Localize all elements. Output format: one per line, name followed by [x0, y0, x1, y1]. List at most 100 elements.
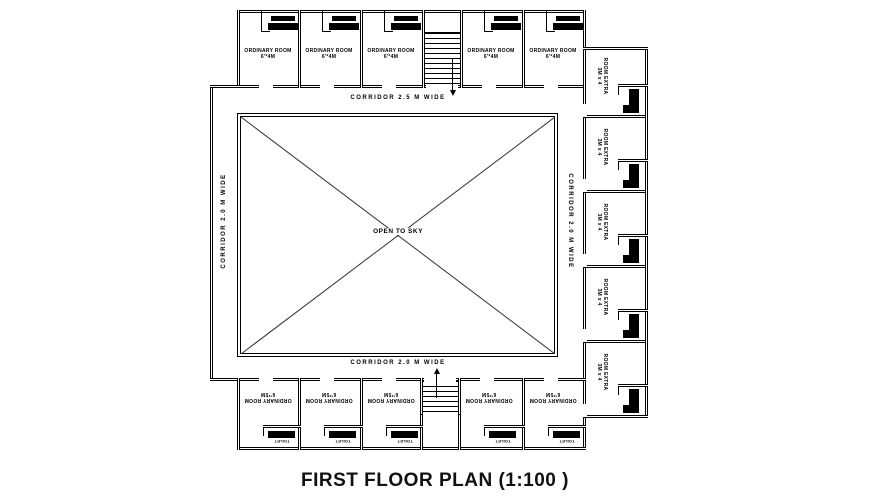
wall — [298, 378, 301, 450]
room-label: ORDINARY ROOM 6'*5M — [362, 391, 420, 403]
toilet-wall — [484, 425, 525, 428]
courtyard-diagonals — [241, 117, 555, 354]
room-name: ORDINARY ROOM — [244, 397, 292, 403]
room-dim: 6'*4M — [483, 54, 499, 60]
corridor-label-top: CORRIDOR 2.5 M WIDE — [350, 95, 446, 101]
bed-icon — [629, 89, 639, 113]
staircase — [425, 33, 460, 85]
alcove-wall — [618, 312, 619, 320]
wall — [583, 47, 648, 50]
bed-icon — [629, 239, 639, 263]
room-label: ORDINARY ROOM 6'*5M — [239, 391, 297, 403]
room-name: ORDINARY ROOM — [467, 48, 515, 54]
door-opening — [320, 84, 334, 89]
wall — [522, 10, 525, 88]
toilet-wall — [324, 425, 363, 428]
wall — [237, 10, 240, 88]
wall — [237, 378, 240, 450]
toilet-label: TOILET — [274, 439, 290, 444]
wall — [583, 340, 645, 343]
bed-icon — [556, 16, 580, 21]
bed-icon — [268, 23, 298, 30]
door-opening — [382, 84, 396, 89]
door-opening — [259, 377, 273, 382]
staircase — [423, 381, 458, 415]
toilet-wall — [263, 425, 301, 428]
wall — [583, 190, 645, 193]
wall — [237, 378, 586, 381]
room-label: ORDINARY ROOM 6'*5M — [300, 391, 358, 403]
alcove-wall — [618, 159, 648, 162]
bed-icon — [629, 314, 639, 338]
toilet-fixture-icon — [391, 431, 418, 438]
wall — [422, 10, 425, 88]
room-name: ORDINARY ROOM — [305, 48, 353, 54]
room-label: ORDINARY ROOM 6'*4M — [462, 48, 520, 60]
room-name: ORDINARY ROOM — [305, 397, 353, 403]
room-label: ROOM EXTRA 3M x 4 — [596, 115, 608, 179]
door-opening — [582, 104, 587, 116]
wall — [583, 115, 645, 118]
wall — [583, 10, 586, 450]
alcove-wall — [618, 387, 619, 395]
stair-arrow-icon — [434, 368, 440, 374]
bed-icon — [491, 23, 521, 30]
door-opening — [259, 84, 273, 89]
room-name: ROOM EXTRA — [602, 57, 608, 95]
toilet-label: TOILET — [559, 439, 575, 444]
wall — [360, 378, 363, 450]
bed-icon — [629, 389, 639, 413]
toilet-label: TOILET — [495, 439, 511, 444]
door-opening — [582, 329, 587, 341]
toilet-wall — [386, 428, 387, 436]
stair-arrow-icon — [450, 90, 456, 96]
toilet-label: TOILET — [397, 439, 413, 444]
room-dim: 6'*4M — [545, 54, 561, 60]
room-dim: 6'*4M — [321, 54, 337, 60]
courtyard-wall-inner — [240, 116, 555, 354]
room-name: ROOM EXTRA — [602, 278, 608, 316]
door-opening — [582, 404, 587, 416]
door-opening — [544, 377, 558, 382]
room-label: ORDINARY ROOM 6'*4M — [362, 48, 420, 60]
door-opening — [582, 254, 587, 266]
bed-icon — [623, 255, 629, 263]
room-name: ORDINARY ROOM — [244, 48, 292, 54]
door-opening — [382, 377, 396, 382]
toilet-wall — [548, 428, 549, 436]
room-dim: 3M x 4 — [596, 363, 602, 381]
door-opening — [480, 377, 494, 382]
wall — [645, 47, 648, 418]
wall — [460, 10, 463, 88]
bed-icon — [329, 23, 359, 30]
room-dim: 3M x 4 — [596, 213, 602, 231]
room-dim: 6'*4M — [260, 54, 276, 60]
bed-icon — [629, 164, 639, 188]
toilet-fixture-icon — [329, 431, 356, 438]
bed-niche-wall — [261, 11, 270, 32]
room-dim: 3M x 4 — [596, 138, 602, 156]
room-name: ORDINARY ROOM — [367, 397, 415, 403]
alcove-wall — [618, 87, 619, 95]
wall — [210, 85, 213, 381]
room-label: ORDINARY ROOM 6'*4M — [524, 48, 582, 60]
drawing-title: FIRST FLOOR PLAN (1:100 ) — [301, 470, 569, 491]
bed-niche-wall — [384, 11, 393, 32]
bed-icon — [553, 23, 583, 30]
bed-niche-wall — [322, 11, 331, 32]
room-label: ROOM EXTRA 3M x 4 — [596, 190, 608, 254]
toilet-wall — [263, 428, 264, 436]
room-name: ROOM EXTRA — [602, 128, 608, 166]
door-opening — [482, 84, 496, 89]
courtyard-wall-outer — [237, 113, 558, 357]
alcove-wall — [618, 309, 648, 312]
wall — [522, 378, 525, 450]
stair-direction-line — [452, 58, 453, 90]
stair-landing-line — [424, 32, 461, 33]
room-name: ORDINARY ROOM — [465, 397, 513, 403]
room-dim: 6'*4M — [383, 54, 399, 60]
bed-icon — [391, 23, 421, 30]
wall — [237, 85, 586, 88]
alcove-wall — [618, 384, 648, 387]
